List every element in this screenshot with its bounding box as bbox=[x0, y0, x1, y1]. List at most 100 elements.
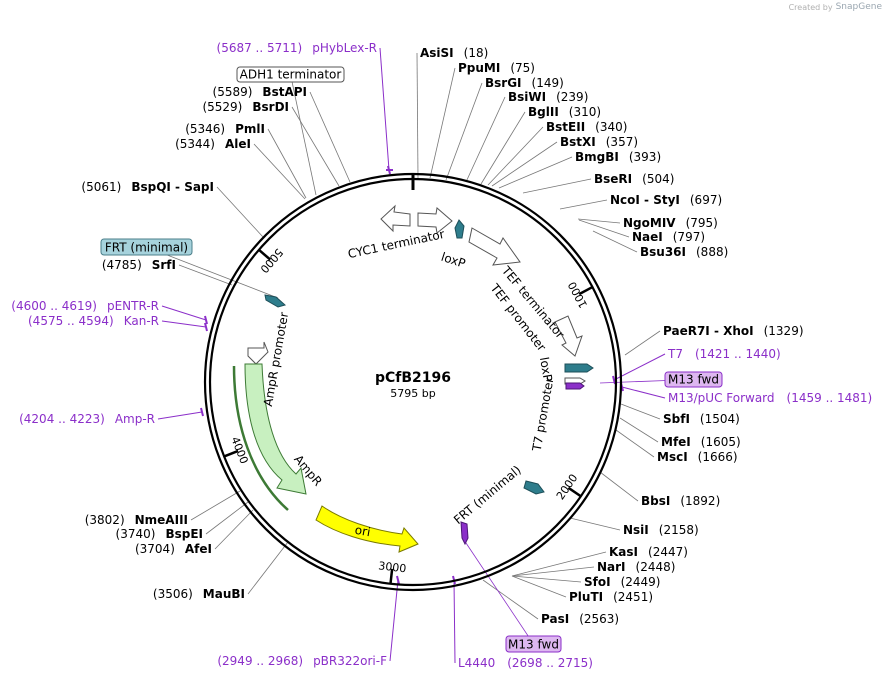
site-name: BstXI bbox=[560, 135, 596, 149]
primer-position: (4575 .. 4594) bbox=[28, 314, 114, 328]
site-name: NcoI - StyI bbox=[610, 193, 680, 207]
box-leader bbox=[463, 539, 534, 645]
site-name: AleI bbox=[225, 137, 251, 151]
feature-label: loxP bbox=[439, 250, 467, 271]
site-name: BsrGI bbox=[485, 76, 522, 90]
primer-name: Kan-R bbox=[124, 314, 159, 328]
primer-name: L4440 bbox=[458, 656, 495, 670]
site-position: (75) bbox=[510, 61, 535, 75]
site-position: (1329) bbox=[764, 324, 804, 338]
site-leader bbox=[522, 178, 592, 194]
site-name: NmeAIII bbox=[135, 513, 188, 527]
box-leader bbox=[290, 74, 317, 196]
site-position: (340) bbox=[595, 120, 627, 134]
site-name: BspQI - SapI bbox=[131, 180, 214, 194]
site-name: BseRI bbox=[594, 172, 632, 186]
feature-box bbox=[100, 238, 193, 256]
primer-leader bbox=[157, 411, 203, 420]
site-leader bbox=[214, 509, 254, 550]
primer-name: Amp-R bbox=[115, 412, 155, 426]
cyc1-terminator-arrow bbox=[380, 204, 411, 233]
site-name: NgoMIV bbox=[623, 216, 676, 230]
primer-labels: pHybLex-R(5687 .. 5711)T7(1421 .. 1440)M… bbox=[11, 41, 872, 670]
tick-4000 bbox=[223, 449, 239, 458]
site-name: SbfI bbox=[663, 412, 690, 426]
feature-box-label: ADH1 terminator bbox=[240, 68, 342, 82]
snapgene-logo: SnapGene bbox=[835, 2, 882, 12]
frt-right-marker bbox=[523, 480, 545, 495]
site-name: AfeI bbox=[185, 542, 212, 556]
site-leader bbox=[619, 417, 659, 443]
site-name: BstEII bbox=[546, 120, 585, 134]
tick-label: 3000 bbox=[378, 559, 407, 575]
site-position: (2158) bbox=[659, 523, 699, 537]
site-position: (310) bbox=[569, 105, 601, 119]
site-name: PasI bbox=[541, 612, 569, 626]
site-leader bbox=[511, 575, 582, 583]
site-name: NsiI bbox=[623, 523, 649, 537]
site-leader bbox=[511, 551, 607, 577]
site-name: Bsu36I bbox=[640, 245, 686, 259]
site-leader bbox=[578, 219, 630, 238]
site-position: (1666) bbox=[698, 450, 738, 464]
primer-position: (5687 .. 5711) bbox=[217, 41, 303, 55]
site-position: (5061) bbox=[81, 180, 121, 194]
site-name: BsrDI bbox=[252, 100, 289, 114]
site-name: PaeR7I - XhoI bbox=[663, 324, 754, 338]
site-leader bbox=[429, 67, 456, 179]
ampr-arrow bbox=[244, 363, 307, 495]
site-position: (3506) bbox=[153, 587, 193, 601]
primer-leader bbox=[379, 47, 390, 171]
primer-name: pBR322ori-F bbox=[313, 654, 387, 668]
site-position: (1605) bbox=[701, 435, 741, 449]
primer-leader bbox=[613, 353, 666, 381]
site-leader bbox=[498, 156, 573, 189]
site-position: (888) bbox=[696, 245, 728, 259]
site-position: (1504) bbox=[700, 412, 740, 426]
site-name: NaeI bbox=[632, 230, 663, 244]
site-position: (795) bbox=[686, 216, 718, 230]
feature-box-label: M13 fwd bbox=[508, 638, 559, 652]
site-position: (2563) bbox=[579, 612, 619, 626]
site-position: (3802) bbox=[85, 513, 125, 527]
site-name: PluTI bbox=[569, 590, 603, 604]
site-leader bbox=[511, 566, 595, 577]
site-position: (18) bbox=[464, 46, 489, 60]
site-leader bbox=[480, 111, 526, 185]
tef-promoter-arrow bbox=[468, 227, 521, 266]
feature-label: FRT (minimal) bbox=[451, 463, 524, 527]
primer-site-mark bbox=[396, 575, 400, 585]
site-position: (697) bbox=[690, 193, 722, 207]
site-leader bbox=[190, 490, 241, 521]
primer-site-mark bbox=[200, 407, 204, 417]
site-position: (239) bbox=[556, 90, 588, 104]
primer-position: (1421 .. 1440) bbox=[695, 347, 781, 361]
site-leader bbox=[624, 330, 661, 356]
site-labels: AsiSI(18)PpuMI(75)BsrGI(149)BsiWI(239)Bg… bbox=[81, 46, 803, 626]
site-name: MscI bbox=[657, 450, 688, 464]
ori-arrow bbox=[315, 505, 419, 553]
site-name: BspEI bbox=[165, 527, 203, 541]
feature-label: ori bbox=[354, 523, 372, 539]
feature-box bbox=[505, 635, 562, 653]
tick-marks bbox=[223, 248, 594, 584]
site-leader bbox=[309, 91, 351, 183]
site-leader bbox=[205, 501, 249, 535]
site-position: (357) bbox=[606, 135, 638, 149]
site-leader bbox=[465, 96, 506, 183]
site-leader bbox=[592, 230, 638, 253]
site-position: (2447) bbox=[648, 545, 688, 559]
site-leader bbox=[482, 579, 539, 620]
primer-position: (4204 .. 4223) bbox=[19, 412, 105, 426]
site-position: (3704) bbox=[135, 542, 175, 556]
credit-created-by: Created by bbox=[788, 2, 833, 12]
site-name: KasI bbox=[609, 545, 638, 559]
primer-name: pHybLex-R bbox=[312, 41, 377, 55]
site-name: SfoI bbox=[584, 575, 611, 589]
site-leader bbox=[445, 82, 483, 181]
site-leader bbox=[253, 143, 306, 200]
feature-label: CYC1 terminator bbox=[347, 227, 446, 261]
site-leader bbox=[559, 199, 608, 210]
